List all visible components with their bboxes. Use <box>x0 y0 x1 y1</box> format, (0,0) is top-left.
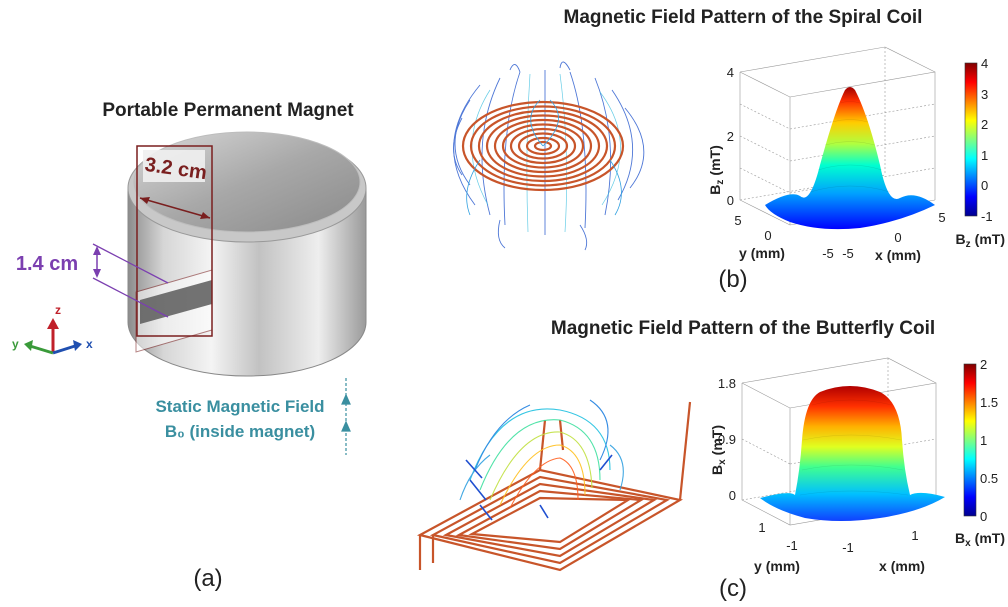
panel-c-title: Magnetic Field Pattern of the Butterfly … <box>551 318 935 339</box>
x-tick: -1 <box>842 540 854 555</box>
coordinate-axes: z y x <box>12 303 93 355</box>
colorbar-tick: 0 <box>980 509 987 524</box>
x-axis-title: x (mm) <box>879 558 925 574</box>
z-axis-label: z <box>55 303 61 317</box>
y-axis-title: y (mm) <box>739 245 785 261</box>
height-dimension: 1.4 cm <box>16 243 169 318</box>
colorbar-title: Bz(mT) <box>956 231 1005 250</box>
butterfly-colorbar: 2 1.5 1 0.5 0 Bx(mT) <box>955 357 1005 549</box>
colorbar-tick: -1 <box>981 209 993 224</box>
colorbar-title: Bx(mT) <box>955 530 1005 549</box>
y-axis-title: y (mm) <box>754 558 800 574</box>
z-tick: 2 <box>727 129 734 144</box>
x-tick: 0 <box>894 230 901 245</box>
panel-b-label: (b) <box>718 266 747 293</box>
z-tick: 0 <box>729 488 736 503</box>
x-axis-title: x (mm) <box>875 247 921 263</box>
colorbar-tick: 0.5 <box>980 471 998 486</box>
y-tick: 5 <box>734 213 741 228</box>
colorbar-tick: 4 <box>981 56 988 71</box>
z-tick: 4 <box>727 65 734 80</box>
panel-b-title: Magnetic Field Pattern of the Spiral Coi… <box>564 7 923 28</box>
field-arrows <box>341 378 351 455</box>
panel-a-label: (a) <box>193 565 222 592</box>
colorbar-tick: 1 <box>980 433 987 448</box>
z-tick: 0 <box>727 193 734 208</box>
width-dimension: 3.2 cm <box>136 145 213 337</box>
colorbar-tick: 0 <box>981 178 988 193</box>
panel-c-label: (c) <box>719 575 747 602</box>
field-label-line1: Static Magnetic Field <box>155 397 324 416</box>
panel-b: Magnetic Field Pattern of the Spiral Coi… <box>453 7 1005 293</box>
colorbar-tick: 2 <box>981 117 988 132</box>
panel-a-title: Portable Permanent Magnet <box>102 100 354 121</box>
y-tick: 1 <box>758 520 765 535</box>
x-tick: -5 <box>842 246 854 261</box>
y-tick: -1 <box>786 538 798 553</box>
colorbar-tick: 3 <box>981 87 988 102</box>
panel-a: Portable Permanent Magnet 3.2 cm <box>12 100 367 592</box>
field-label-line2: B₀ (inside magnet) <box>165 422 315 441</box>
height-label: 1.4 cm <box>16 253 78 275</box>
x-tick: 5 <box>938 210 945 225</box>
x-axis-label: x <box>86 337 93 351</box>
butterfly-coil <box>416 399 692 572</box>
butterfly-surface <box>760 386 945 521</box>
y-tick: -5 <box>822 246 834 261</box>
spiral-surface <box>765 87 935 230</box>
z-axis-title: Bx(mT) <box>709 425 728 475</box>
y-axis-label: y <box>12 337 19 351</box>
colorbar-tick: 2 <box>980 357 987 372</box>
x-tick: 1 <box>911 528 918 543</box>
z-tick: 1.8 <box>718 376 736 391</box>
y-tick: 0 <box>764 228 771 243</box>
z-tick: 0.9 <box>718 432 736 447</box>
spiral-colorbar: 4 3 2 1 0 -1 Bz(mT) <box>956 56 1005 250</box>
spiral-coil <box>453 61 645 251</box>
z-axis-title: Bz(mT) <box>707 145 726 194</box>
colorbar-tick: 1 <box>981 148 988 163</box>
panel-c: Magnetic Field Pattern of the Butterfly … <box>416 318 1005 602</box>
colorbar-tick: 1.5 <box>980 395 998 410</box>
